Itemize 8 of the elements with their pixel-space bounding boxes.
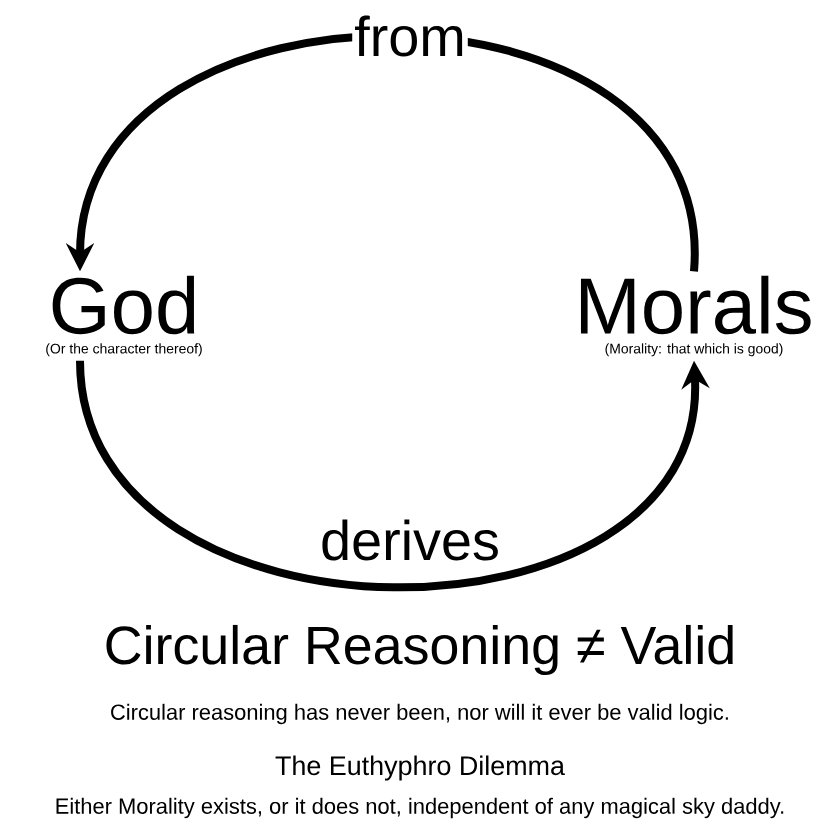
heading: Circular Reasoning ≠ Valid: [106, 624, 733, 676]
note: Circular reasoning has never been, nor will it ever be valid logic.: [111, 703, 728, 725]
edge-label: derives: [322, 519, 498, 561]
subheading: The Euthyphro Dilemma: [275, 755, 565, 781]
edge-label: from: [355, 15, 463, 57]
node-title: Morals: [580, 275, 811, 335]
note: Either Morality exists, or it does not, independent of any magical sky daddy.: [56, 797, 784, 819]
node-title: God: [52, 275, 195, 335]
